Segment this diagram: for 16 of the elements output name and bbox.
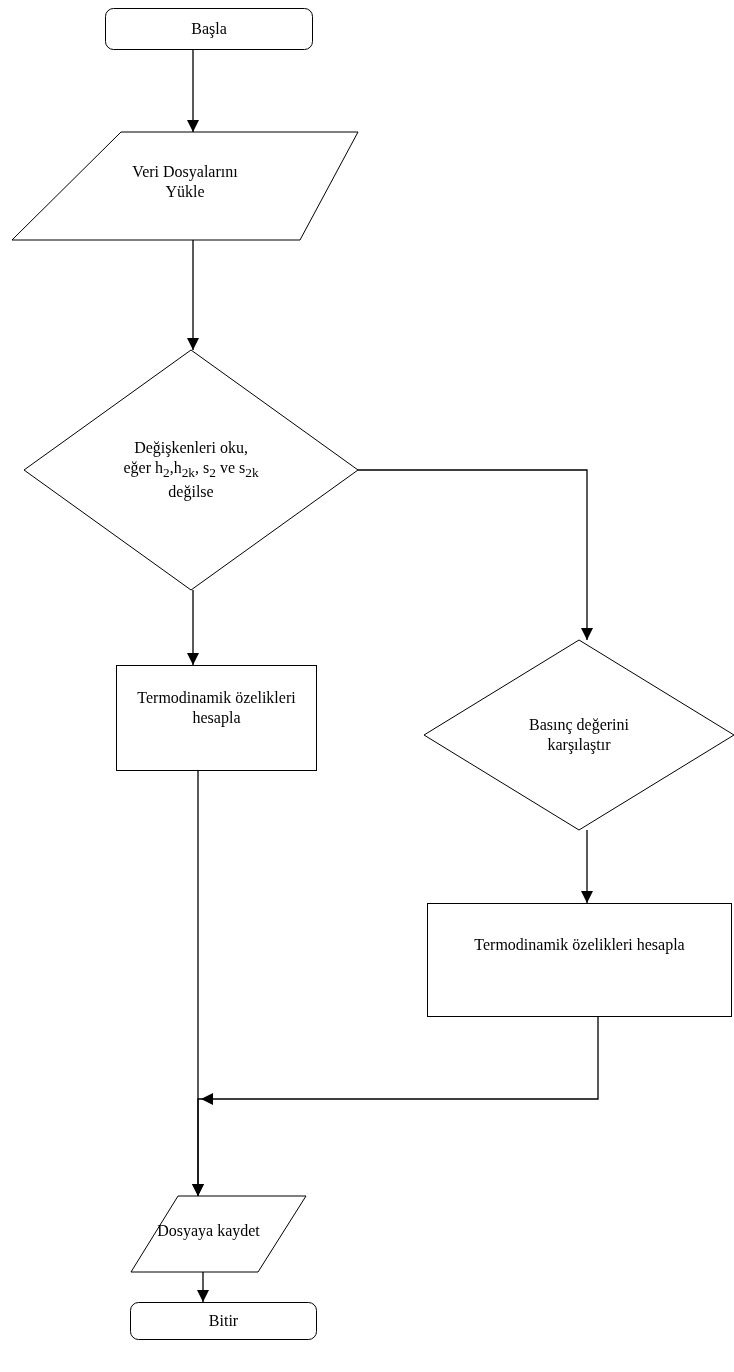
decision-diamond bbox=[424, 640, 734, 830]
node-text: Veri Dosyalarını Yükle bbox=[131, 162, 239, 202]
node-text: Değişkenleri oku, eğer h$_{2}$,h$_{2k}$, s$_{2}$ ve s$_{2k}$ değilse bbox=[122, 438, 260, 502]
input-parallelogram bbox=[12, 132, 358, 240]
node-text: Termodinamik özelikleri hesapla bbox=[136, 688, 297, 728]
end-terminal bbox=[130, 1302, 317, 1340]
output-parallelogram bbox=[131, 1196, 306, 1272]
node-text: Termodinamik özelikleri hesapla bbox=[474, 935, 685, 955]
node-text: Başla bbox=[191, 19, 227, 39]
process-box bbox=[116, 665, 317, 771]
node-text: Basınç değerini karşılaştır bbox=[528, 715, 630, 755]
start-terminal bbox=[105, 8, 313, 50]
node-text: Bitir bbox=[208, 1311, 239, 1331]
node-text: Dosyaya kaydet bbox=[157, 1221, 260, 1241]
process-box bbox=[427, 903, 732, 1017]
decision-diamond bbox=[24, 350, 358, 590]
